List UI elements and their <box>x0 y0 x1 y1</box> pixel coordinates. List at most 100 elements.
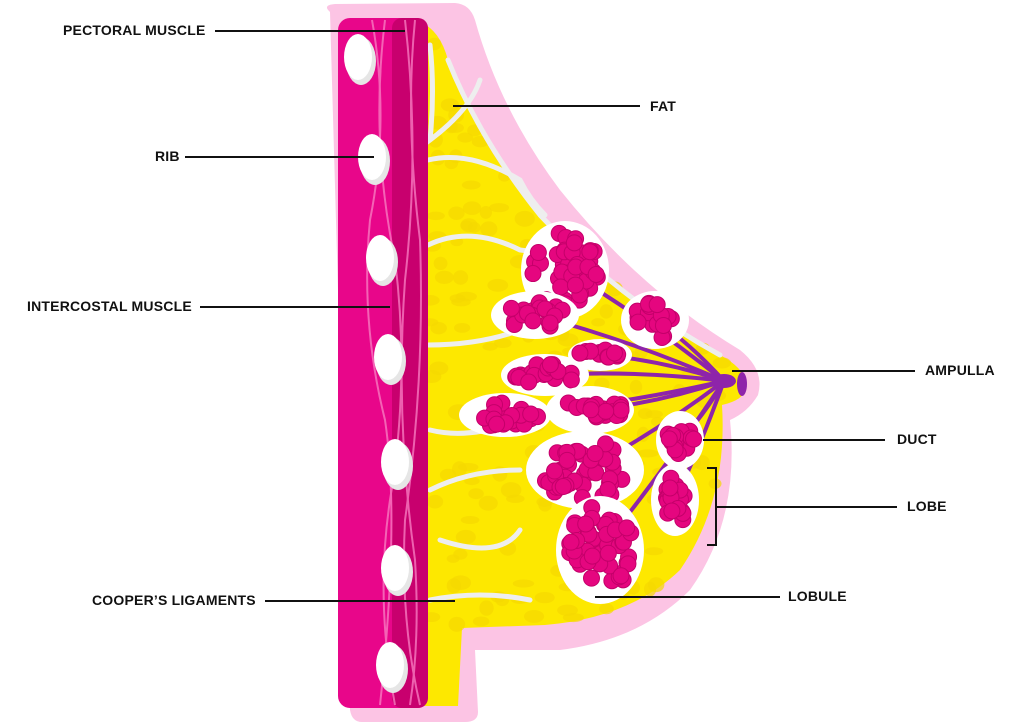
label-lobe: LOBE <box>907 498 947 514</box>
lobule <box>629 313 647 331</box>
lobule <box>583 547 601 565</box>
fat-cell <box>450 575 472 590</box>
leader-lines <box>185 30 915 602</box>
label-ampulla: AMPULLA <box>925 362 995 378</box>
fat-cell <box>534 591 555 604</box>
label-duct: DUCT <box>897 431 937 447</box>
label-intercostal-muscle: INTERCOSTAL MUSCLE <box>27 298 192 314</box>
lobule <box>618 519 636 537</box>
fat-cell <box>440 98 460 112</box>
fat-cell <box>433 256 448 271</box>
lobule <box>648 296 666 314</box>
rib <box>366 235 394 281</box>
lobule <box>599 480 617 498</box>
fat-cell <box>452 461 467 477</box>
lobule <box>582 401 600 419</box>
fat-cell <box>448 616 466 632</box>
fat-cell <box>434 270 454 284</box>
lobule <box>562 371 580 389</box>
lobule <box>660 430 678 448</box>
lobule <box>661 479 679 497</box>
fat-cell <box>461 180 481 190</box>
fat-cell <box>454 322 471 333</box>
rib <box>374 334 402 380</box>
fat-cell <box>514 210 535 227</box>
fat-cell <box>472 616 490 627</box>
fat-cell <box>557 333 579 347</box>
fat-cell <box>637 408 653 419</box>
fat-cell <box>468 488 484 500</box>
lobe <box>521 221 609 319</box>
lobe <box>459 393 551 437</box>
lobule <box>524 312 542 330</box>
lobe <box>501 354 589 396</box>
fat-cell <box>453 270 469 285</box>
lobe <box>621 291 689 349</box>
label-pectoral-muscle: PECTORAL MUSCLE <box>63 22 206 38</box>
rib <box>344 34 372 80</box>
lobule <box>529 244 547 262</box>
fat-cell <box>460 515 480 524</box>
lobule <box>520 373 538 391</box>
lobule <box>546 462 564 480</box>
lobule <box>663 502 681 520</box>
lobule <box>524 265 542 283</box>
nipple <box>737 372 747 396</box>
fat-cell <box>449 294 466 303</box>
lobe <box>651 464 699 536</box>
lobule <box>685 430 703 448</box>
lobule <box>612 567 630 585</box>
ribs <box>344 34 413 693</box>
fat-cell <box>629 379 643 395</box>
pectoral-muscle <box>392 18 428 708</box>
rib <box>381 545 409 591</box>
lobule <box>587 265 605 283</box>
fat-cell <box>489 203 510 213</box>
lobule <box>562 533 580 551</box>
fat-cell <box>426 211 445 221</box>
lobule <box>597 402 615 420</box>
fat-cell <box>453 548 468 560</box>
lobe <box>546 386 634 434</box>
fat-cell <box>562 613 584 623</box>
lobule <box>581 243 599 261</box>
fat-cell <box>500 482 522 498</box>
label-lobule: LOBULE <box>788 588 847 604</box>
fat-cell <box>426 494 444 509</box>
fat-cell <box>599 603 614 615</box>
label-fat: FAT <box>650 98 677 114</box>
lobe <box>526 431 644 509</box>
label-coopers-ligaments: COOPER’S LIGAMENTS <box>92 592 256 608</box>
fat-cell <box>523 609 545 623</box>
lobule <box>599 544 617 562</box>
fat-cell <box>457 132 474 143</box>
fat-cell <box>460 218 478 233</box>
lobe <box>656 411 704 469</box>
lobule <box>583 569 601 587</box>
fat-cell <box>448 206 465 220</box>
fat-cell <box>464 476 480 486</box>
rib <box>376 642 404 688</box>
fat-cell <box>430 321 447 335</box>
lobule <box>552 278 570 296</box>
lobule <box>502 299 520 317</box>
fat-cell <box>487 278 509 292</box>
fat-cell <box>479 600 494 616</box>
lobule <box>586 445 604 463</box>
lobule <box>577 515 595 533</box>
lobule <box>541 314 559 332</box>
lobule <box>541 356 559 374</box>
fat-cell <box>462 201 482 216</box>
lobule <box>612 401 630 419</box>
lobule <box>571 344 589 362</box>
lobule <box>558 451 576 469</box>
lobule <box>654 316 672 334</box>
fat-cell <box>480 221 498 237</box>
ampulla <box>712 374 736 388</box>
lobe <box>568 339 632 371</box>
fat-cell <box>482 342 498 351</box>
lobule <box>488 415 506 433</box>
lobule <box>597 435 615 453</box>
lobule <box>522 405 540 423</box>
